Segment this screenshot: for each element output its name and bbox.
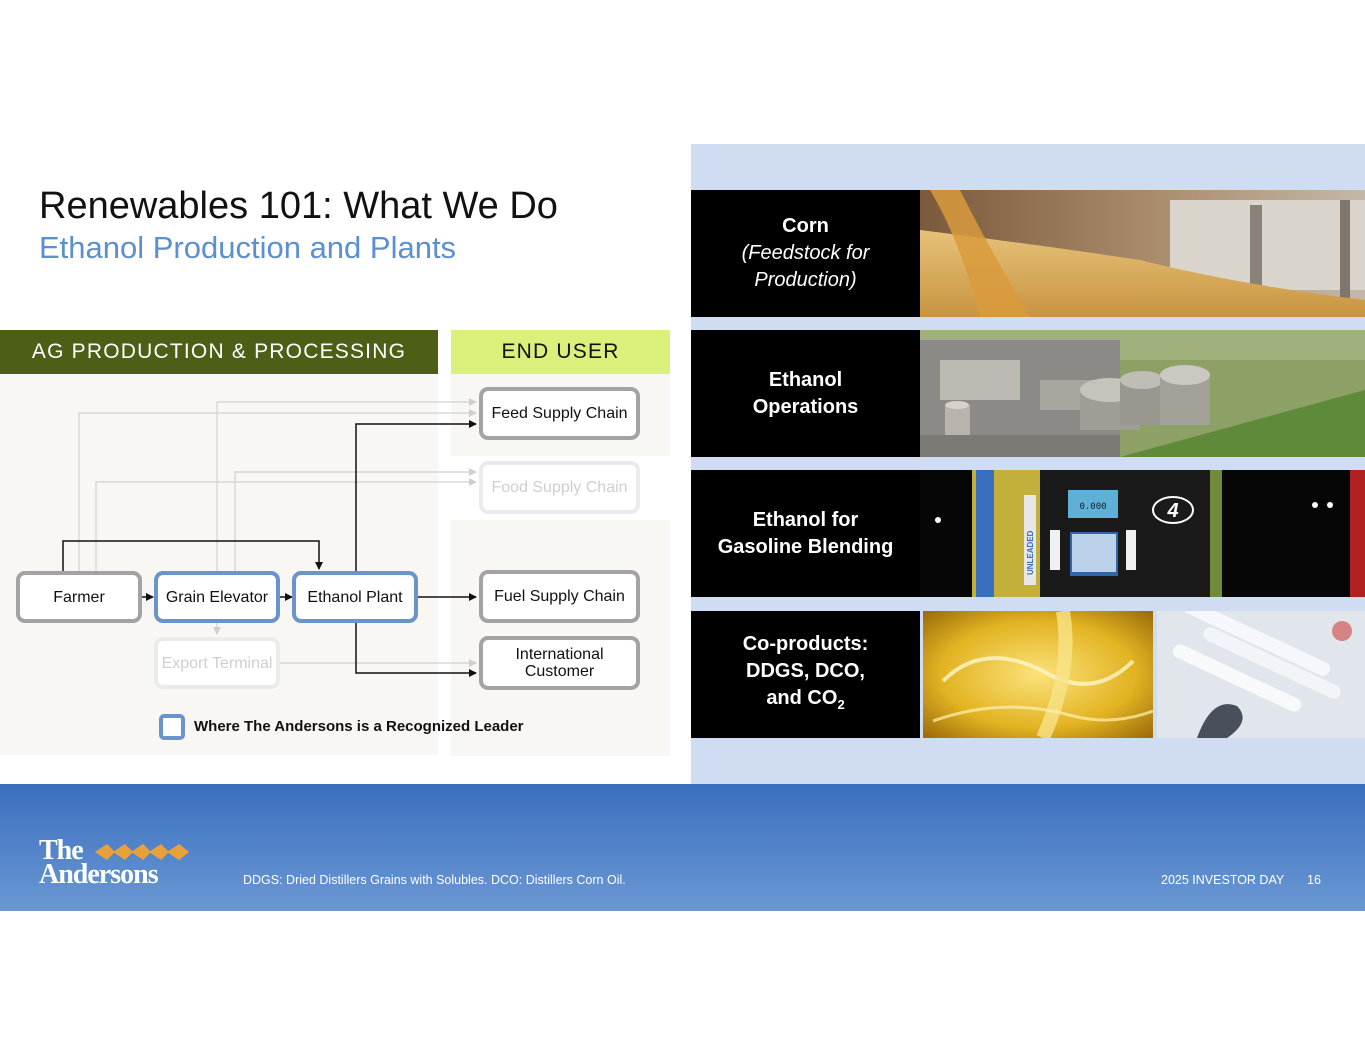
corn-subtitle-line2: Production) [754, 269, 857, 291]
ethanol-plant-node: Ethanol Plant [292, 571, 418, 623]
ethanol-plant-photo [920, 330, 1365, 457]
export-terminal-node: Export Terminal [154, 637, 280, 689]
corn-subtitle-line1: (Feedstock for [741, 242, 870, 264]
food-supply-chain-node: Food Supply Chain [479, 461, 640, 514]
corn-label: Corn (Feedstock for Production) [691, 190, 920, 317]
dry-ice-photo [1157, 611, 1365, 738]
feed-supply-chain-node: Feed Supply Chain [479, 387, 640, 440]
end-user-header: END USER [451, 330, 670, 374]
connector-plant-to-international [355, 623, 477, 677]
corn-oil-photo [923, 611, 1153, 738]
international-customer-line1: International [515, 646, 604, 663]
andersons-logo: The Andersons [39, 837, 199, 889]
coproducts-line1: Co-products: [742, 633, 869, 655]
corn-title: Corn [782, 215, 829, 237]
coproducts-line3: and CO2 [766, 685, 844, 718]
corn-photo [920, 190, 1365, 317]
coproducts-line2: DDGS, DCO, [746, 660, 865, 682]
slide-subtitle: Ethanol Production and Plants [39, 230, 457, 265]
slide-title: Renewables 101: What We Do [39, 185, 558, 227]
operations-line2: Operations [752, 395, 859, 418]
connector-farmer-to-food [95, 478, 477, 571]
farmer-node: Farmer [16, 571, 142, 623]
logo-line2: Andersons [39, 859, 159, 890]
blending-line1: Ethanol for [752, 508, 859, 531]
connector-farmer-to-feed [78, 409, 477, 571]
ag-production-header: AG PRODUCTION & PROCESSING [0, 330, 438, 374]
blending-label: Ethanol for Gasoline Blending [691, 470, 920, 597]
fuel-supply-chain-node: Fuel Supply Chain [479, 570, 640, 623]
operations-line1: Ethanol [768, 368, 843, 391]
gas-pump-photo: 4 0.000 UNLEADED [920, 470, 1365, 597]
international-customer-node: International Customer [479, 636, 640, 690]
legend-swatch [159, 714, 185, 740]
international-customer-line2: Customer [524, 663, 595, 680]
page-number: 16 [1307, 873, 1321, 887]
logo-line1: The [39, 835, 84, 866]
coproducts-label: Co-products: DDGS, DCO, and CO2 [691, 611, 920, 738]
pump-number: 4 [1166, 500, 1178, 522]
pump-display: 0.000 [1079, 502, 1106, 512]
event-label: 2025 INVESTOR DAY [1161, 873, 1285, 887]
operations-label: Ethanol Operations [691, 330, 920, 457]
flow-connectors [62, 398, 477, 677]
coproducts-line3-sub: 2 [837, 697, 845, 712]
ag-production-panel [0, 374, 438, 755]
coproducts-line3-prefix: and CO [766, 687, 838, 709]
legend-label: Where The Andersons is a Recognized Lead… [194, 718, 524, 735]
connector-elevator-to-feed [216, 398, 477, 571]
footer-bar [0, 784, 1365, 911]
wheat-icon [95, 844, 189, 860]
grain-elevator-node: Grain Elevator [154, 571, 280, 623]
pump-unleaded: UNLEADED [1026, 530, 1035, 575]
footnote: DDGS: Dried Distillers Grains with Solub… [243, 873, 626, 887]
connector-farmer-to-plant [62, 540, 323, 571]
connector-elevator-to-food [234, 468, 477, 571]
connector-plant-to-feed [355, 420, 477, 571]
blending-line2: Gasoline Blending [717, 535, 894, 558]
